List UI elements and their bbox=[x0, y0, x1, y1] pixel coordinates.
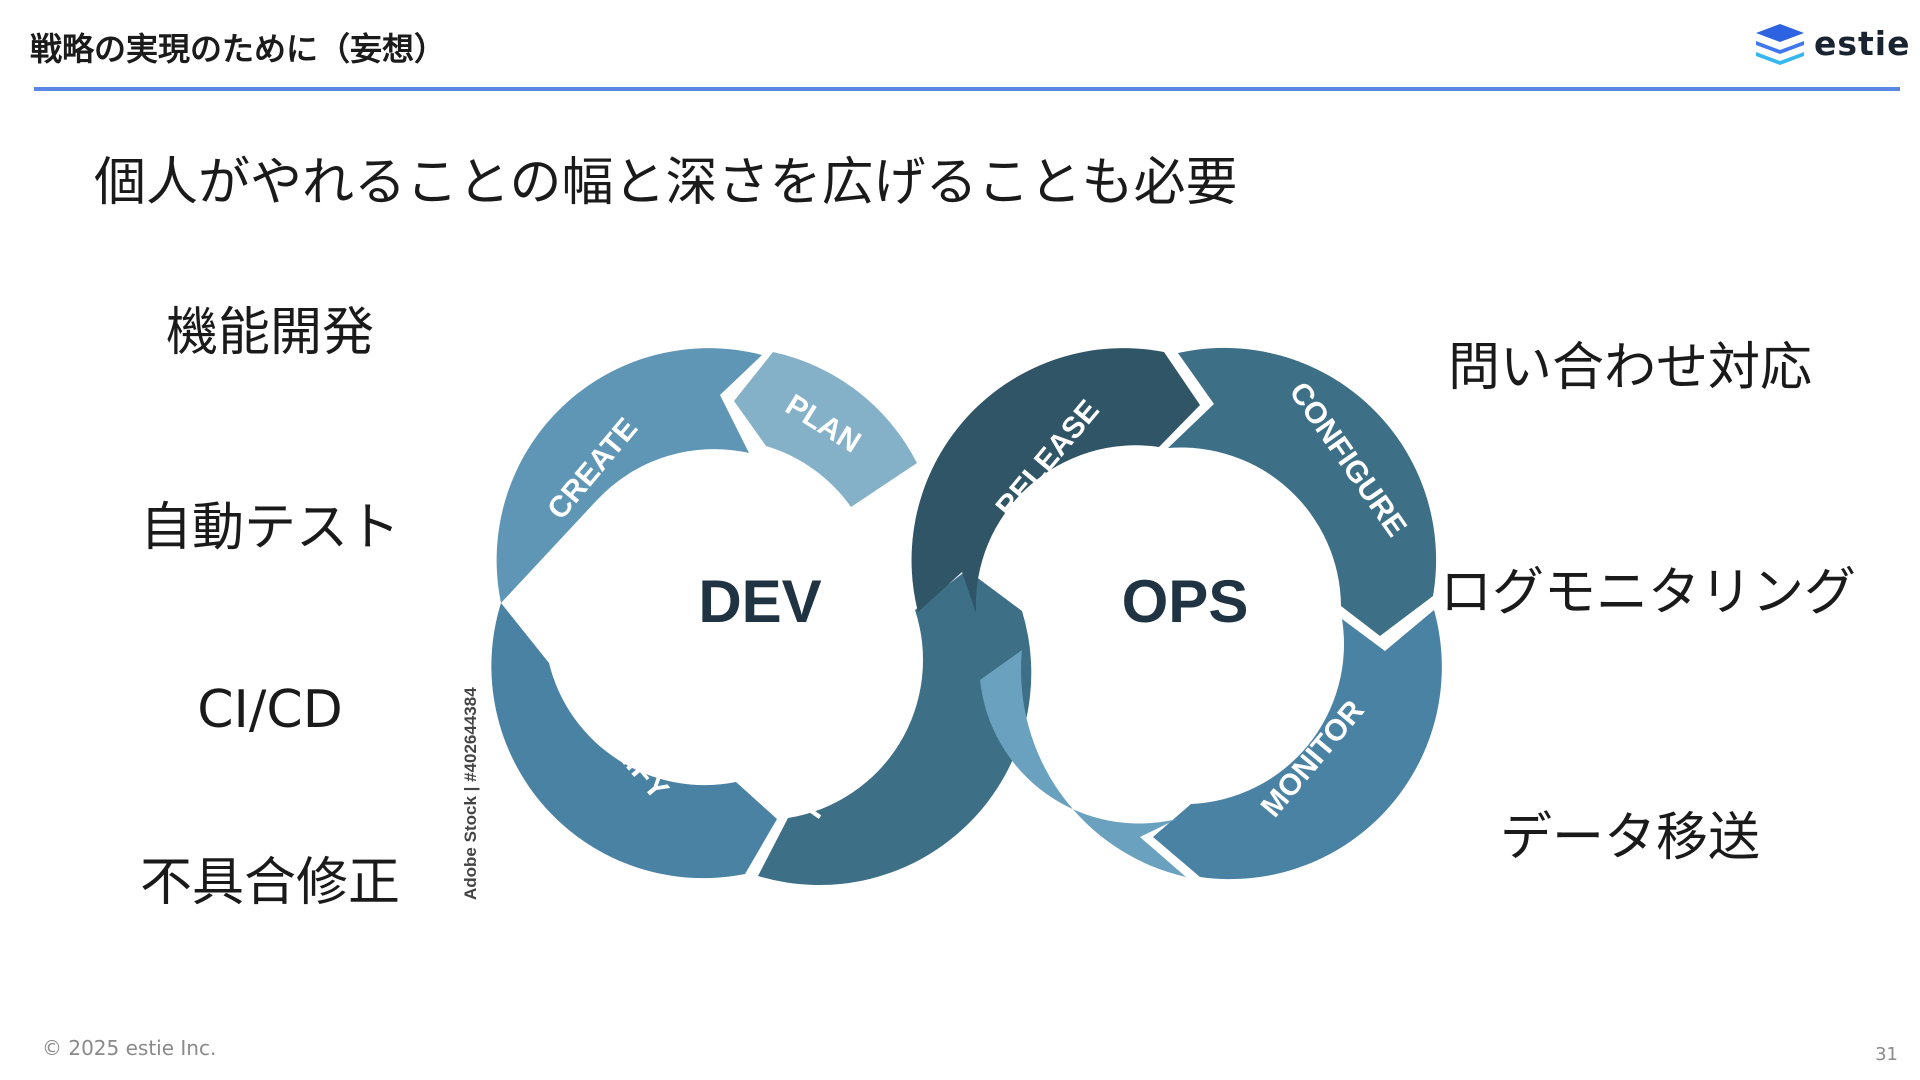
left-item-cicd: CI/CD bbox=[197, 680, 343, 740]
copyright: © 2025 estie Inc. bbox=[42, 1036, 217, 1060]
estie-logo: estie bbox=[1752, 22, 1910, 68]
segment-arc-monitor bbox=[1153, 610, 1442, 880]
center-label-dev: DEV bbox=[698, 568, 821, 635]
subtitle: 個人がやれることの幅と深さを広げることも必要 bbox=[94, 153, 1238, 213]
center-label-ops: OPS bbox=[1122, 568, 1249, 635]
devops-loop-diagram: Adobe Stock | #402644384 PLAN CREATE VER… bbox=[440, 300, 1500, 940]
left-item-auto-test: 自動テスト bbox=[139, 498, 400, 558]
right-item-inquiry: 問い合わせ対応 bbox=[1447, 338, 1812, 398]
segment-arc-verify bbox=[491, 603, 777, 879]
right-item-log-monitoring: ログモニタリング bbox=[1440, 563, 1857, 623]
segment-arc-configure bbox=[1168, 347, 1437, 636]
layers-icon bbox=[1756, 24, 1804, 65]
segment-arc-package bbox=[758, 570, 1032, 886]
slide-title: 戦略の実現のために（妄想） bbox=[30, 30, 447, 68]
segment-arc-release bbox=[911, 348, 1200, 613]
right-item-data-migration: データ移送 bbox=[1499, 808, 1760, 868]
left-item-bugfix: 不具合修正 bbox=[139, 853, 400, 913]
page-number: 31 bbox=[1875, 1044, 1898, 1065]
header-divider bbox=[34, 87, 1900, 91]
left-item-dev-feature: 機能開発 bbox=[165, 303, 374, 363]
segment-arc-create bbox=[496, 348, 762, 603]
stock-watermark: Adobe Stock | #402644384 bbox=[461, 687, 480, 900]
segment-arc-bottom bbox=[980, 650, 1186, 877]
logo-text: estie bbox=[1814, 24, 1911, 63]
segment-arc-plan bbox=[734, 352, 917, 507]
